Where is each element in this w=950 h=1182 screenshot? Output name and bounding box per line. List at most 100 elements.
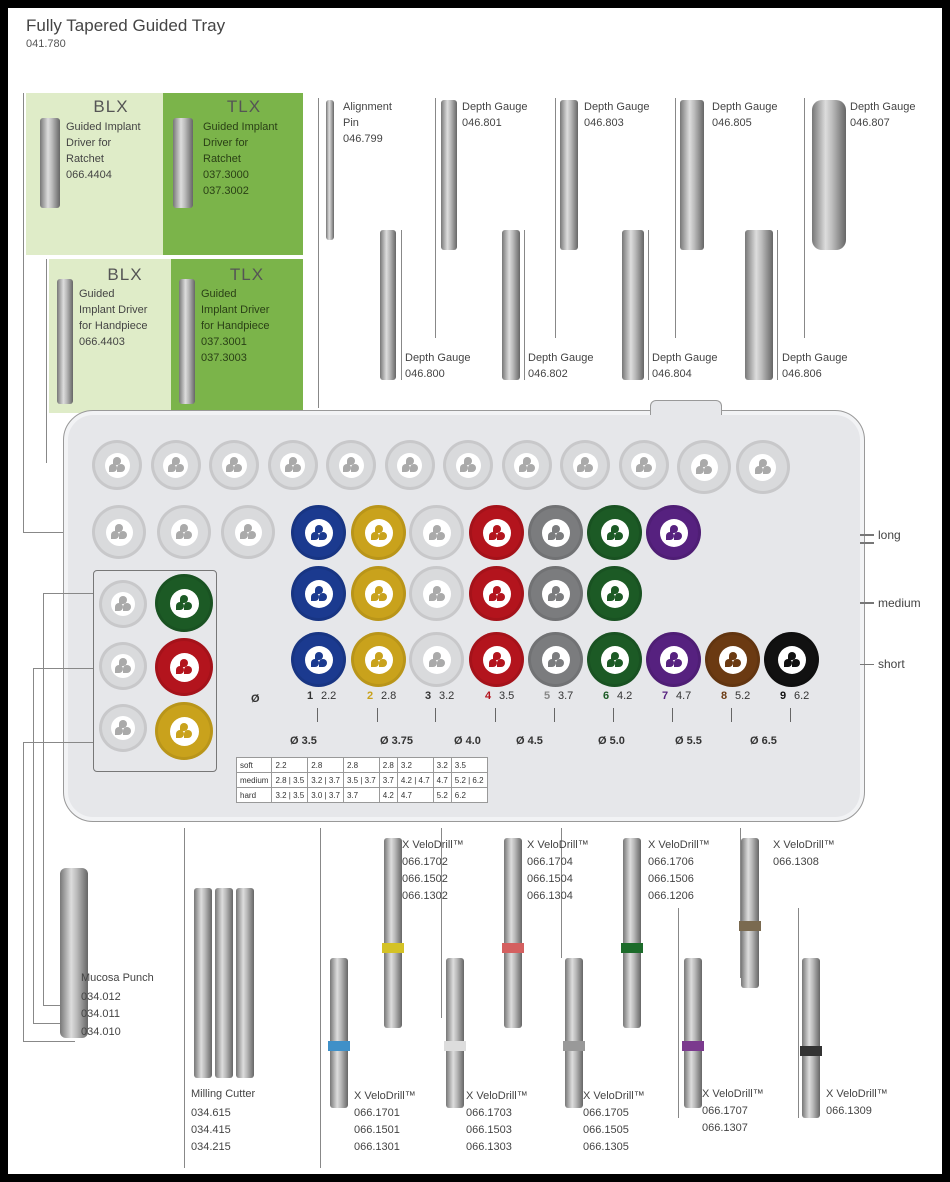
leader-line [441, 828, 442, 1018]
velodrill-icon [384, 838, 402, 1028]
tray-sleeve [150, 440, 201, 490]
leader-line [23, 1041, 75, 1042]
trefoil-lobe [673, 531, 682, 540]
table-row: medium 2.8 | 3.5 3.2 | 3.7 3.5 | 3.7 3.7… [235, 772, 488, 788]
drill-diameter: 5.2 [735, 690, 751, 702]
color-band [502, 942, 524, 953]
trefoil-icon [606, 524, 623, 541]
trefoil-lobe [184, 602, 192, 610]
trefoil-lobe [496, 592, 505, 601]
trefoil-lobe [547, 592, 556, 601]
tray-sleeve-hub [572, 452, 598, 478]
trefoil-lobe [184, 730, 192, 738]
trefoil-lobe [606, 531, 615, 540]
velodrill-icon [802, 958, 820, 1118]
tray-sleeve [560, 440, 610, 490]
drill-sleeve-long-hub [659, 518, 688, 547]
mucosa-punch-icon [60, 868, 88, 1038]
leader-line [43, 1005, 75, 1006]
driver-tlx-ratchet-icon [173, 118, 193, 208]
tray-sleeve-hub [397, 452, 422, 478]
trefoil-icon [167, 457, 184, 473]
drill-sleeve-short-hub [541, 645, 570, 674]
velodrill-icon [565, 958, 583, 1108]
tool-code: 066.1304 [527, 890, 573, 902]
trefoil-icon [310, 585, 327, 602]
trefoil-lobe [314, 585, 323, 594]
drill-sleeve-short-hub [364, 645, 393, 674]
table-cell: 3.7 [342, 787, 380, 803]
table-cell: 3.2 | 3.7 [307, 772, 344, 788]
implant-diameter: Ø 4.5 [516, 735, 543, 747]
trefoil-icon [606, 651, 623, 668]
color-band [800, 1046, 822, 1056]
leader-line [524, 230, 525, 380]
table-cell: 2.8 | 3.5 [271, 772, 309, 788]
tool-name: Depth Gauge [712, 101, 778, 113]
trefoil-icon [115, 596, 131, 612]
depth-gauge-icon [380, 230, 396, 380]
trefoil-lobe [555, 592, 564, 601]
trefoil-lobe [665, 658, 674, 667]
trefoil-lobe [581, 457, 589, 465]
trefoil-icon [754, 459, 771, 475]
driver-line: Guided Implant [203, 121, 278, 133]
trefoil-lobe [696, 466, 704, 474]
trefoil-icon [226, 457, 242, 473]
tray-sleeve [501, 440, 552, 490]
table-cell: 6.2 [450, 787, 488, 803]
drill-sleeve-short-hub [482, 645, 511, 674]
trefoil-lobe [318, 592, 327, 601]
driver-code: 037.3002 [203, 185, 249, 197]
drill-sleeve-short [351, 632, 406, 687]
trefoil-lobe [409, 464, 418, 472]
drill-sleeve-medium-hub [600, 579, 629, 608]
drill-sleeve-medium-hub [304, 579, 333, 608]
trefoil-icon [428, 524, 445, 541]
driver-line: Guided [201, 288, 237, 300]
driver-line: Ratchet [66, 153, 104, 165]
trefoil-lobe [488, 592, 497, 601]
trefoil-icon [547, 585, 564, 602]
punch-sleeve-hub [111, 592, 135, 616]
driver-line: Driver for [203, 137, 249, 149]
color-band [621, 942, 643, 953]
trefoil-lobe [405, 457, 414, 465]
tool-code: 066.1309 [826, 1105, 872, 1117]
table-cell: 3.2 [432, 757, 452, 773]
table-cell: 4.2 | 4.7 [396, 772, 434, 788]
trefoil-lobe [436, 531, 445, 540]
leader-line [804, 98, 805, 338]
trefoil-icon [606, 585, 623, 602]
drill-sleeve-short [528, 632, 583, 687]
trefoil-lobe [310, 531, 319, 540]
short-marker-icon [860, 664, 874, 666]
drill-sleeve-short-hub [659, 645, 688, 674]
trefoil-icon [115, 658, 131, 674]
trefoil-icon [370, 585, 387, 602]
tool-name: Depth Gauge [405, 352, 471, 364]
length-long: long [878, 528, 901, 542]
arrow-up-icon [495, 708, 496, 722]
trefoil-lobe [310, 658, 319, 667]
tray-sleeve-hub [221, 452, 247, 478]
tool-name: X VeloDrill™ [648, 839, 710, 851]
trefoil-lobe [432, 651, 441, 660]
punch-sleeve-hub [169, 716, 199, 746]
tool-name: X VeloDrill™ [354, 1090, 416, 1102]
tray-sleeve-hub [749, 453, 776, 481]
tool-name: X VeloDrill™ [773, 839, 835, 851]
table-cell: 3.0 | 3.7 [307, 787, 344, 803]
arrow-up-icon [672, 708, 673, 722]
trefoil-lobe [551, 524, 560, 533]
alignment-pin-icon [326, 100, 334, 240]
leader-line [401, 230, 402, 380]
tool-code: 066.1307 [702, 1122, 748, 1134]
trefoil-lobe [351, 464, 359, 472]
punch-compartment [93, 570, 217, 772]
tool-code: 066.1704 [527, 856, 573, 868]
trefoil-icon [547, 524, 564, 541]
trefoil-icon [428, 585, 445, 602]
length-short: short [878, 657, 905, 671]
trefoil-lobe [115, 524, 123, 532]
